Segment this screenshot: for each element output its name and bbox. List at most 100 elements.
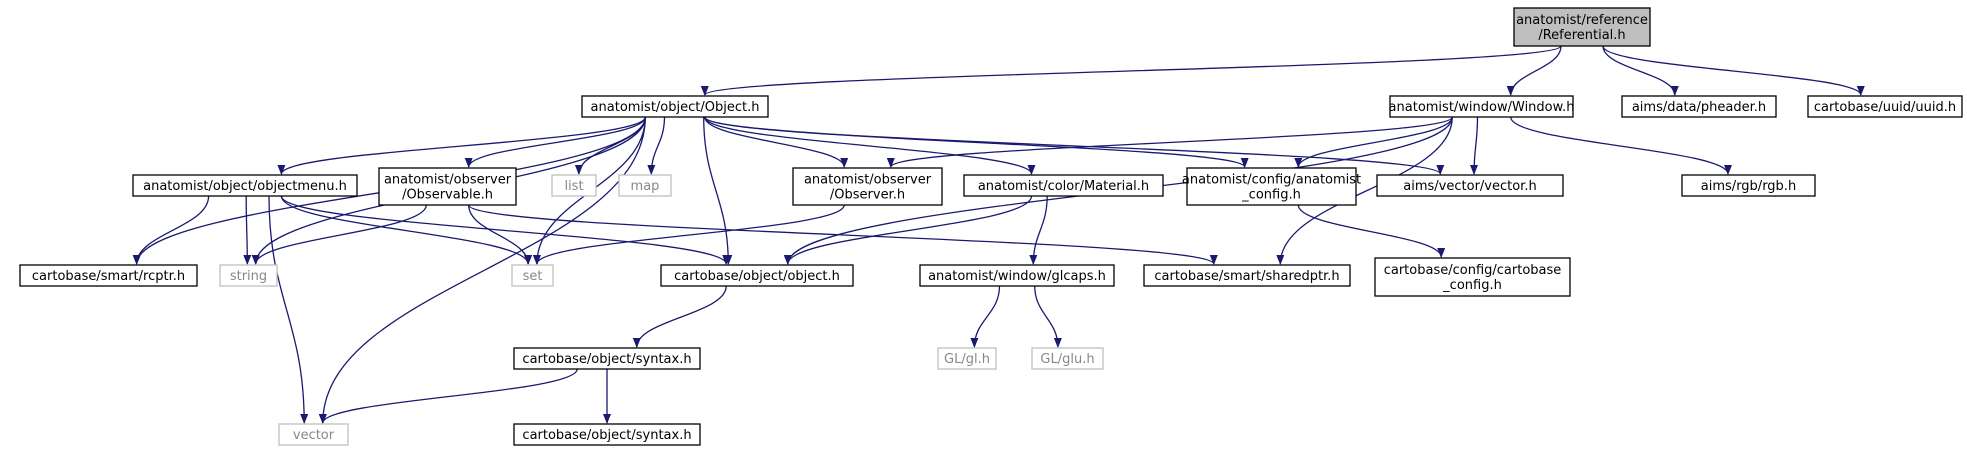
node-rcptr[interactable]: cartobase/smart/rcptr.h: [19, 264, 198, 287]
node-box: [1513, 7, 1651, 47]
node-box: [132, 174, 358, 197]
node-map: map: [618, 174, 672, 197]
edge-arrow: [887, 116, 1453, 168]
edge-arrow: [1602, 45, 1679, 96]
edge-window-to-rgb: [1510, 116, 1732, 175]
node-box: [19, 264, 198, 287]
node-observable[interactable]: anatomist/observer/Observable.h: [378, 167, 517, 206]
node-sharedptr[interactable]: cartobase/smart/sharedptr.h: [1143, 264, 1351, 287]
node-label: anatomist/object/Object.h: [591, 100, 760, 115]
node-objmenu[interactable]: anatomist/object/objectmenu.h: [132, 174, 358, 197]
node-box: [513, 347, 701, 370]
edge-cbobject-to-syntax1: [632, 285, 727, 348]
edge-arrow: [704, 116, 1445, 175]
edge-arrow: [318, 116, 646, 424]
edge-observable-to-sharedptr: [468, 204, 1218, 265]
node-vectorh[interactable]: aims/vector/vector.h: [1376, 174, 1564, 197]
edge-objmenu-to-string: [243, 195, 252, 265]
edge-arrow: [701, 45, 1562, 96]
node-label: vector: [293, 428, 335, 443]
node-label: map: [631, 179, 660, 194]
node-ref: anatomist/reference/Referential.h: [1513, 7, 1651, 47]
node-label: _config.h: [1442, 278, 1502, 293]
edge-arrow: [277, 116, 646, 175]
edge-arrow: [1297, 204, 1446, 258]
node-material[interactable]: anatomist/color/Material.h: [963, 174, 1164, 197]
edge-arrow: [280, 195, 533, 265]
node-window[interactable]: anatomist/window/Window.h: [1389, 95, 1575, 118]
node-syntax1[interactable]: cartobase/object/syntax.h: [513, 347, 701, 370]
node-label: anatomist/config/anatomist: [1182, 173, 1361, 188]
node-object[interactable]: anatomist/object/Object.h: [581, 95, 769, 118]
node-vector: vector: [278, 423, 349, 446]
node-box: [618, 174, 672, 197]
node-label: cartobase/object/syntax.h: [522, 352, 691, 367]
edge-arrow: [468, 204, 1218, 265]
node-box: [551, 174, 597, 197]
node-cbconfig[interactable]: cartobase/config/cartobase_config.h: [1374, 257, 1571, 297]
node-pheader[interactable]: aims/data/pheader.h: [1621, 95, 1777, 118]
edge-objmenu-to-rcptr: [132, 195, 210, 265]
edge-objmenu-to-vector: [268, 195, 309, 424]
node-box: [581, 95, 769, 118]
edge-anaconfig-to-cbconfig: [1297, 204, 1446, 258]
edge-material-to-glcaps: [1029, 195, 1048, 265]
edge-arrow: [468, 204, 533, 265]
edge-observer-to-set: [533, 204, 845, 265]
node-glcaps[interactable]: anatomist/window/glcaps.h: [919, 264, 1115, 287]
edge-arrow: [1470, 116, 1479, 175]
edge-arrow: [704, 116, 849, 168]
edge-arrow: [703, 116, 733, 265]
node-box: [792, 167, 943, 206]
edge-arrow: [1029, 195, 1048, 265]
node-label: cartobase/object/object.h: [674, 269, 840, 284]
node-label: cartobase/object/syntax.h: [522, 428, 691, 443]
edge-object-to-map: [647, 116, 666, 175]
node-syntax2[interactable]: cartobase/object/syntax.h: [513, 423, 701, 446]
node-anaconfig[interactable]: anatomist/config/anatomist_config.h: [1182, 167, 1361, 206]
node-set: set: [511, 264, 554, 287]
edge-window-to-sharedptr: [1276, 116, 1453, 265]
edge-ref-to-object: [701, 45, 1562, 96]
edge-arrow: [783, 195, 1033, 265]
node-label: anatomist/observer: [384, 173, 512, 188]
edge-material-to-cbobject: [783, 195, 1033, 265]
edge-arrow: [268, 195, 309, 424]
node-box: [919, 264, 1115, 287]
node-box: [1389, 95, 1574, 118]
node-label: GL/glu.h: [1040, 352, 1094, 367]
edge-ref-to-window: [1506, 45, 1562, 96]
node-cbobject[interactable]: cartobase/object/object.h: [660, 264, 854, 287]
node-box: [1374, 257, 1571, 297]
edge-object-to-vectorh: [704, 116, 1445, 175]
edge-arrow: [318, 368, 578, 424]
node-label: /Referential.h: [1538, 28, 1625, 43]
node-label: aims/vector/vector.h: [1403, 179, 1536, 194]
node-label: anatomist/color/Material.h: [978, 179, 1149, 194]
node-box: [1376, 174, 1564, 197]
edge-arrow: [280, 195, 731, 265]
node-box: [1681, 174, 1816, 197]
node-box: [511, 264, 554, 287]
edge-arrow: [970, 285, 1001, 348]
edge-objmenu-to-cbobject: [280, 195, 731, 265]
node-rgb[interactable]: aims/rgb/rgb.h: [1681, 174, 1816, 197]
edge-window-to-vectorh: [1470, 116, 1479, 175]
edge-object-to-material: [704, 116, 1036, 175]
edge-objmenu-to-set: [280, 195, 533, 265]
node-box: [513, 423, 701, 446]
edge-arrow: [243, 195, 252, 265]
node-glu: GL/glu.h: [1031, 347, 1104, 370]
node-uuid[interactable]: cartobase/uuid/uuid.h: [1807, 95, 1963, 118]
edge-object-to-objmenu: [277, 116, 646, 175]
node-label: list: [564, 179, 583, 194]
node-label: anatomist/window/Window.h: [1389, 100, 1575, 115]
edge-arrow: [533, 204, 845, 265]
edge-observable-to-set: [468, 204, 533, 265]
node-label: cartobase/config/cartobase: [1384, 263, 1562, 278]
node-observer[interactable]: anatomist/observer/Observer.h: [792, 167, 943, 206]
node-label: anatomist/object/objectmenu.h: [143, 179, 347, 194]
node-label: anatomist/observer: [804, 173, 932, 188]
node-label: string: [230, 269, 267, 284]
